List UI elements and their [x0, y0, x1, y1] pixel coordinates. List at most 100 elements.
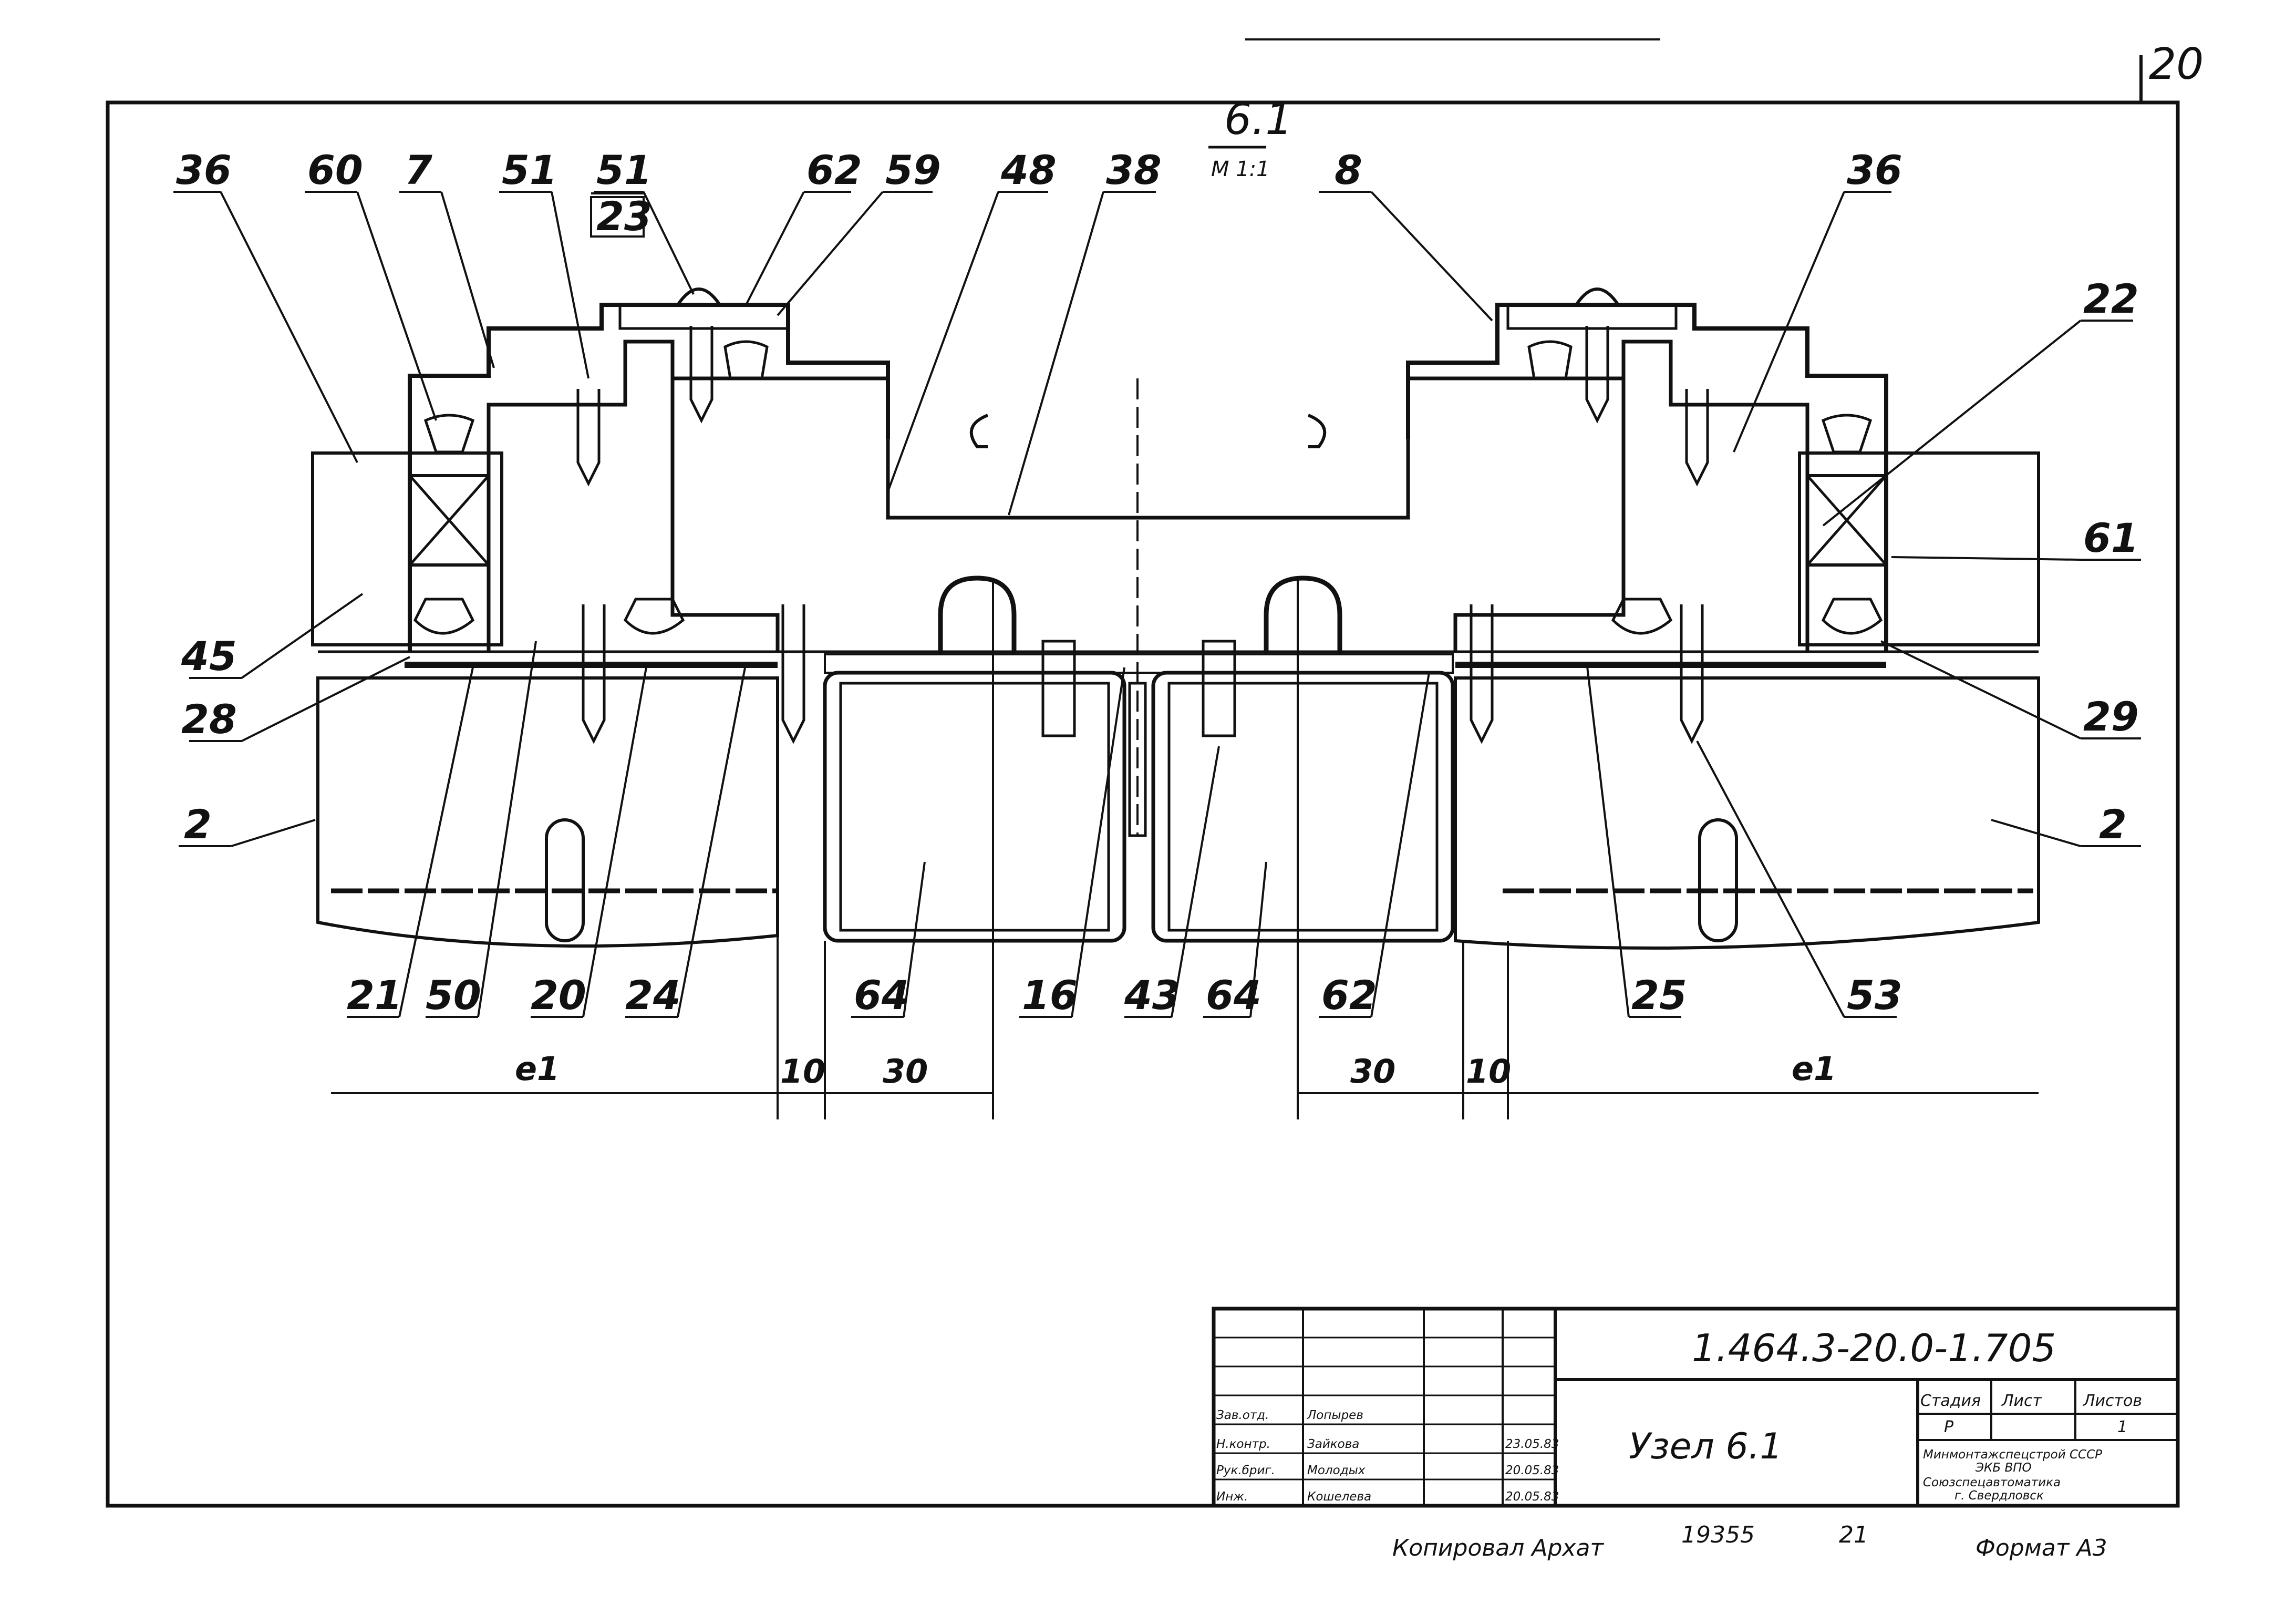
- signature-role-1: Зав.отд.: [1216, 1409, 1269, 1422]
- callout-61: 61: [2083, 515, 2139, 561]
- screw-3: [582, 604, 606, 744]
- callout-2-left: 2: [184, 801, 212, 848]
- callout-8: 8: [1335, 147, 1362, 193]
- callout-36-left: 36: [176, 147, 232, 193]
- gasket-top-left-2: [723, 340, 769, 380]
- callout-43: 43: [1124, 972, 1180, 1019]
- callout-2-right: 2: [2099, 801, 2127, 848]
- callout-38: 38: [1106, 147, 1162, 193]
- clip-bolt-left: [1041, 640, 1076, 737]
- dim-30-left: 30: [883, 1052, 928, 1091]
- signature-name-1: Лопырев: [1307, 1409, 1363, 1422]
- sheets-header: Листов: [2083, 1392, 2142, 1410]
- gasket-bottom-left: [413, 598, 475, 635]
- node-name: Узел 6.1: [1629, 1426, 1783, 1467]
- signature-name-3: Молодых: [1307, 1464, 1366, 1477]
- footer-page: 21: [1839, 1522, 1868, 1548]
- footer-order-number: 19355: [1681, 1522, 1755, 1548]
- callout-20: 20: [531, 972, 586, 1019]
- omega-clip-right: [1264, 575, 1342, 654]
- profile-left: [408, 303, 890, 652]
- callout-59: 59: [885, 147, 941, 193]
- callout-labels: 36 60 7 51 51 23 62 59 48 38 8 36 22 61 …: [176, 147, 2139, 1019]
- node-title-text: 6.1: [1224, 95, 1292, 145]
- title-block-frame: [1212, 1307, 2180, 1508]
- gasket-set: [413, 340, 1883, 635]
- signature-date-2: 23.05.83: [1505, 1437, 1559, 1451]
- dim-e1-right: e1: [1792, 1050, 1836, 1088]
- callout-28: 28: [181, 696, 237, 743]
- gasket-top-right: [1821, 414, 1873, 454]
- slot-hole-left: [545, 818, 585, 942]
- insulation-left: [839, 682, 1110, 932]
- cover-strip-left: [618, 303, 790, 330]
- node-title: 6.1 М 1:1: [1208, 95, 1292, 181]
- stage-value: Р: [1944, 1418, 1954, 1436]
- dim-10-right: 10: [1466, 1052, 1511, 1091]
- footer-copied: Копировал Архат: [1392, 1535, 1604, 1561]
- organization-line-2: ЭКБ ВПО: [1975, 1461, 2032, 1475]
- callout-23: 23: [596, 193, 652, 240]
- callout-16: 16: [1022, 972, 1078, 1019]
- callout-51-ref: 51: [596, 147, 652, 193]
- signature-role-2: Н.контр.: [1216, 1437, 1270, 1451]
- centre-tongue: [1128, 682, 1147, 837]
- screw-5: [1585, 326, 1609, 424]
- screw-8: [1470, 604, 1494, 744]
- slot-hole-right: [1698, 818, 1738, 942]
- profile-left-hook: [969, 414, 989, 448]
- screw-head-left: [675, 287, 723, 306]
- screw-4: [781, 604, 805, 744]
- callout-25: 25: [1631, 972, 1687, 1019]
- sheets-total: 1: [2117, 1418, 2127, 1436]
- insulation-right: [1167, 682, 1439, 932]
- gasket-top-left: [423, 414, 475, 454]
- callout-50: 50: [426, 972, 481, 1019]
- profile-left-clip: [670, 378, 780, 652]
- callout-7: 7: [405, 147, 432, 193]
- sheet-number: 20: [2149, 39, 2204, 89]
- signature-role-4: Инж.: [1216, 1490, 1248, 1504]
- callout-62-bottom: 62: [1321, 972, 1377, 1019]
- screw-6: [1685, 389, 1709, 487]
- clip-bolt-right: [1202, 640, 1236, 737]
- callout-21: 21: [347, 972, 402, 1019]
- callout-62-top: 62: [806, 147, 862, 193]
- callout-53: 53: [1847, 972, 1902, 1019]
- screw-1: [576, 389, 601, 487]
- stage-header: Стадия: [1920, 1392, 1981, 1410]
- callout-24: 24: [625, 972, 681, 1019]
- profile-right-hook: [1307, 414, 1327, 448]
- organization-line-4: г. Свердловск: [1954, 1489, 2044, 1503]
- signature-name-4: Кошелева: [1307, 1490, 1371, 1504]
- insulation-cap-strip: [824, 653, 1454, 674]
- base-structure-left: [316, 676, 779, 948]
- profile-left-inner: [487, 340, 1809, 652]
- callout-48: 48: [1000, 147, 1057, 193]
- organization-line-3: Союзспецавтоматика: [1923, 1476, 2061, 1489]
- dimension-labels: e1 10 30 30 10 e1: [515, 1050, 1836, 1091]
- callout-45: 45: [181, 633, 237, 680]
- callout-36-right: 36: [1847, 147, 1902, 193]
- dim-30-right: 30: [1350, 1052, 1395, 1091]
- callout-51: 51: [502, 147, 557, 193]
- sheet-footer: Копировал Архат 19355 21 Формат А3: [1392, 1522, 2107, 1561]
- profile-right-clip: [1453, 378, 1626, 652]
- document-code: 1.464.3-20.0-1.705: [1692, 1326, 2056, 1370]
- footer-format: Формат А3: [1976, 1535, 2107, 1561]
- gasket-bottom-left-2: [623, 598, 685, 635]
- callout-23-box: [590, 196, 645, 238]
- sheet-frame: [106, 100, 2180, 1508]
- glass-panel-right: [1798, 451, 2040, 646]
- callout-64-right: 64: [1206, 972, 1261, 1019]
- signature-date-3: 20.05.83: [1505, 1464, 1559, 1477]
- profile-right: [1406, 303, 1888, 652]
- title-block: 1.464.3-20.0-1.705 Узел 6.1 Стадия Лист …: [1212, 1307, 2180, 1508]
- callout-64-left: 64: [854, 972, 909, 1019]
- gasket-bottom-right-2: [1611, 598, 1673, 635]
- leader-lines: [173, 191, 2141, 1018]
- signature-name-2: Зайкова: [1307, 1437, 1359, 1451]
- screw-7: [1680, 604, 1704, 744]
- omega-clip-left: [938, 575, 1017, 654]
